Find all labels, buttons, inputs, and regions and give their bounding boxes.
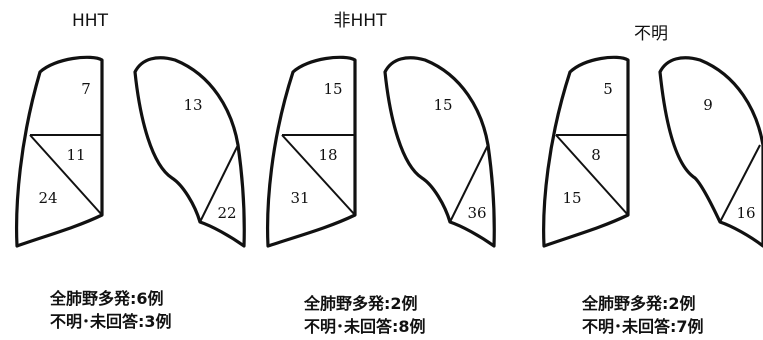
right-lung: 15 18 31 [268, 57, 355, 246]
note-unknown-no-answer: 不明･未回答:3例 [50, 310, 172, 333]
region-upper-label: 7 [81, 80, 91, 98]
region-lower-label: 15 [562, 189, 581, 207]
group-unknown: 不明 5 8 15 9 16 [544, 24, 763, 246]
region-lower-label: 22 [217, 204, 236, 222]
group-non-hht: 非HHT 15 18 31 15 36 [268, 11, 495, 246]
left-lung: 13 22 [135, 58, 244, 246]
group-title: HHT [72, 11, 109, 31]
region-upper-label: 5 [603, 80, 613, 98]
note-all-lung-fields: 全肺野多発:2例 [304, 292, 426, 315]
region-middle-label: 8 [591, 146, 601, 164]
note-all-lung-fields: 全肺野多発:2例 [582, 292, 704, 315]
group-title: 不明 [634, 24, 668, 44]
group-hht: HHT 7 11 24 13 22 [17, 11, 245, 246]
note-all-lung-fields: 全肺野多発:6例 [50, 287, 172, 310]
left-lung: 9 16 [660, 58, 763, 246]
region-upper-label: 15 [433, 96, 452, 114]
region-upper-label: 15 [323, 80, 342, 98]
region-middle-label: 18 [318, 146, 337, 164]
left-lung: 15 36 [385, 58, 494, 246]
region-lower-label: 36 [467, 204, 486, 222]
right-lung: 5 8 15 [544, 57, 628, 246]
right-lung: 7 11 24 [17, 57, 102, 246]
region-lower-label: 16 [736, 204, 755, 222]
group-hht-notes: 全肺野多発:6例 不明･未回答:3例 [50, 287, 172, 333]
note-unknown-no-answer: 不明･未回答:8例 [304, 315, 426, 338]
group-title: 非HHT [334, 11, 388, 31]
region-upper-label: 13 [183, 96, 202, 114]
region-middle-label: 11 [66, 146, 85, 164]
note-unknown-no-answer: 不明･未回答:7例 [582, 315, 704, 338]
region-lower-label: 24 [38, 189, 57, 207]
group-unknown-notes: 全肺野多発:2例 不明･未回答:7例 [582, 292, 704, 338]
region-upper-label: 9 [703, 96, 713, 114]
group-non-hht-notes: 全肺野多発:2例 不明･未回答:8例 [304, 292, 426, 338]
region-lower-label: 31 [290, 189, 309, 207]
